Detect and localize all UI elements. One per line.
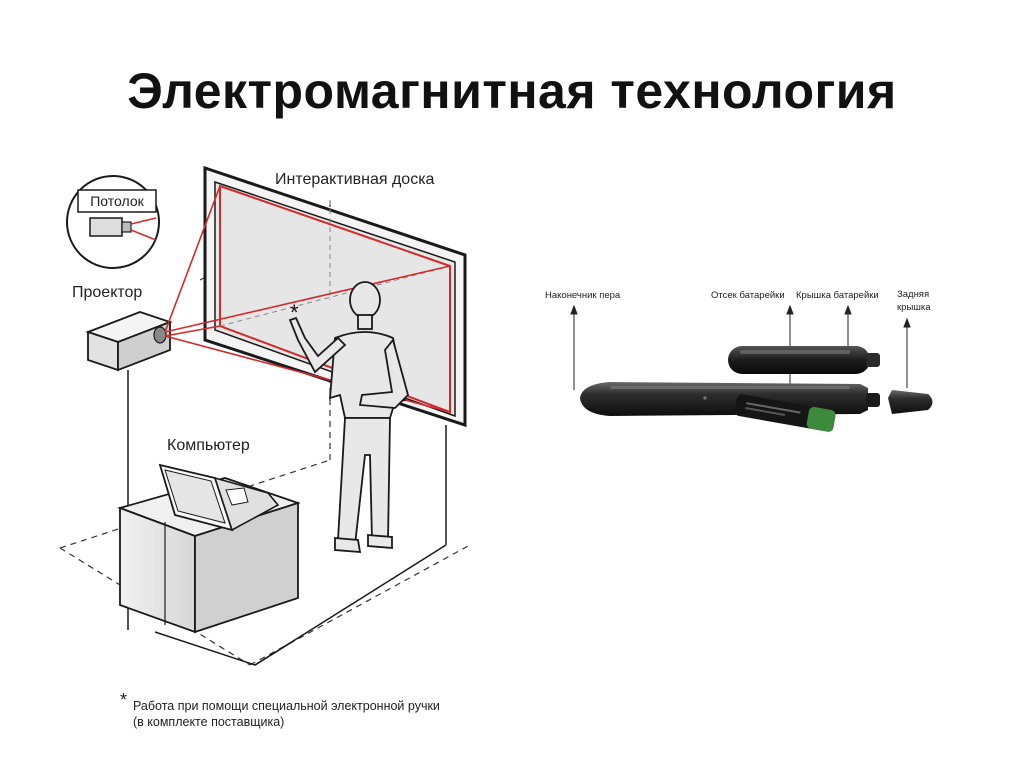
pen-marker: * bbox=[290, 300, 299, 325]
projector-label: Проектор bbox=[72, 284, 142, 301]
battery-cover bbox=[728, 346, 880, 374]
footnote-line1: Работа при помощи специальной электронно… bbox=[133, 699, 440, 713]
ceiling-label: Потолок bbox=[90, 193, 144, 209]
battery bbox=[734, 394, 836, 432]
slide-title: Электромагнитная технология bbox=[127, 63, 897, 119]
pen-body bbox=[580, 382, 880, 416]
battery-compartment-label: Отсек батарейки bbox=[711, 290, 785, 301]
pen-callout-lines bbox=[570, 304, 911, 390]
laptop-icon bbox=[158, 463, 280, 532]
ceiling-projector-icon bbox=[89, 217, 157, 241]
back-cap-label-line1: Задняя bbox=[897, 289, 929, 300]
board-label: Интерактивная доска bbox=[275, 171, 435, 188]
footnote-line2: (в комплекте поставщика) bbox=[133, 715, 284, 729]
back-cap bbox=[888, 390, 933, 414]
ceiling-inset: Потолок bbox=[66, 175, 160, 269]
wall-lines bbox=[127, 370, 447, 666]
pen-tip-label: Наконечник пера bbox=[545, 290, 621, 301]
footnote-marker: * bbox=[120, 690, 127, 710]
computer-label: Компьютер bbox=[167, 437, 250, 454]
projection-beams bbox=[164, 185, 451, 413]
back-cap-label-line2: крышка bbox=[897, 302, 931, 313]
projector bbox=[85, 185, 451, 413]
presenter-figure bbox=[288, 281, 410, 553]
battery-cover-label: Крышка батарейки bbox=[796, 290, 879, 301]
